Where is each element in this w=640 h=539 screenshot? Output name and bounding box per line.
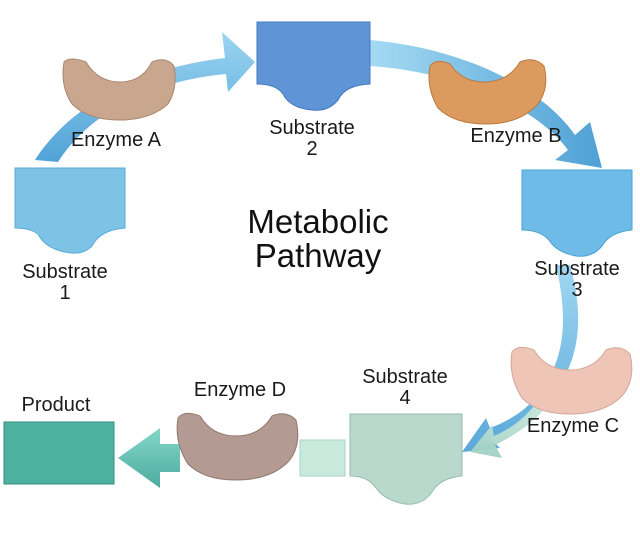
substrate-3-label-line-2: 3 [571, 279, 583, 301]
product-label: Product [21, 394, 91, 416]
substrate-3-label-line-1: Substrate [534, 258, 620, 280]
diagram-title: Metabolic Pathway [200, 205, 436, 273]
pathway-arrows [35, 32, 602, 488]
enzyme-a-shape [62, 58, 176, 121]
enzyme-c-shape [510, 346, 633, 415]
enzyme-a-label: Enzyme A [70, 129, 162, 151]
product [3, 421, 115, 485]
substrate-3-label: Substrate 3 [518, 259, 636, 301]
substrate-1-block [14, 167, 126, 254]
substrate-1 [14, 167, 126, 254]
substrate-1-label-line-2: 1 [59, 282, 71, 304]
arrow-substrate3-to-substrate4-tail [470, 392, 555, 458]
enzyme-d-shape [176, 412, 299, 481]
substrate-4 [349, 413, 463, 505]
substrate-3 [521, 169, 633, 257]
arrow-substrate2-to-substrate3 [370, 40, 602, 168]
arrow-substrate4-to-product [118, 428, 180, 488]
enzyme-b-label: Enzyme B [470, 125, 562, 147]
arrow-substrate4-to-product-shaft [299, 439, 346, 477]
substrate-2-label: Substrate 2 [253, 118, 371, 160]
substrate-1-label-line-1: Substrate [22, 261, 108, 283]
enzyme-c-label: Enzyme C [526, 415, 620, 437]
substrate-2 [256, 21, 371, 111]
substrate-2-label-line-1: Substrate [269, 117, 355, 139]
enzyme-b-shape [428, 59, 547, 125]
substrate-4-label-line-2: 4 [399, 387, 411, 409]
enzyme-d-label: Enzyme D [193, 379, 287, 401]
title-line-2: Pathway [254, 237, 382, 274]
title-line-1: Metabolic [247, 203, 389, 240]
substrate-2-label-line-2: 2 [306, 138, 318, 160]
product-block [3, 421, 115, 485]
substrate-2-block [256, 21, 371, 111]
substrate-4-block [349, 413, 463, 505]
substrate-4-label-line-1: Substrate [362, 366, 448, 388]
substrate-1-label: Substrate 1 [6, 262, 124, 304]
arrow-substrate3-to-substrate4 [462, 265, 579, 452]
arrow-substrate1-to-substrate2 [35, 32, 255, 162]
substrate-4-label: Substrate 4 [346, 367, 464, 409]
substrate-3-block [521, 169, 633, 257]
